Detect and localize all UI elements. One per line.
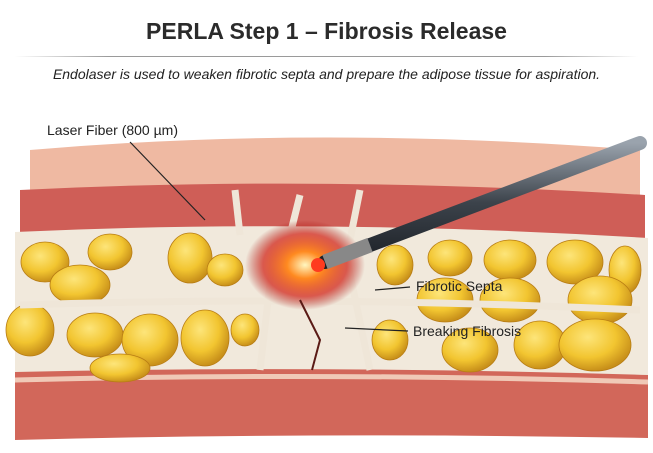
- fiber-tip: [322, 237, 373, 270]
- fat-globule: [441, 327, 499, 373]
- fat-globule: [376, 244, 414, 286]
- tissue-crack: [299, 299, 322, 371]
- page-title: PERLA Step 1 – Fibrosis Release: [146, 18, 507, 44]
- fat-globule: [479, 277, 541, 323]
- title-divider: [15, 56, 638, 57]
- fat-globule: [89, 353, 151, 383]
- fat-globules: [5, 232, 642, 383]
- label-fibrotic-septa: Fibrotic Septa: [416, 278, 503, 294]
- label-breaking-fibrosis: Breaking Fibrosis: [413, 323, 521, 339]
- fat-globule: [567, 275, 633, 325]
- fat-globule: [167, 232, 213, 284]
- muscle-layer: [15, 369, 648, 440]
- label-laser-fiber: Laser Fiber (800 µm): [47, 122, 178, 138]
- fat-globule: [87, 233, 133, 271]
- breaking-fibrosis-pointer: [344, 327, 409, 332]
- epidermis-layer: [30, 137, 640, 200]
- subtitle: Endolaser is used to weaken fibrotic sep…: [52, 66, 601, 82]
- laser-fiber-pointer: [129, 141, 206, 221]
- fat-globule: [546, 239, 604, 285]
- fat-globule: [483, 239, 537, 281]
- fat-globule: [558, 318, 632, 372]
- fat-globule: [66, 312, 124, 358]
- fat-globule: [371, 319, 409, 361]
- fat-globule: [427, 239, 473, 277]
- fat-globule: [5, 303, 55, 357]
- fat-globule: [206, 253, 244, 287]
- fibrotic-septa-pointer: [374, 286, 411, 291]
- fat-globule: [513, 320, 567, 370]
- laser-burst: [245, 220, 365, 310]
- fat-globule: [49, 264, 111, 306]
- fat-globule: [230, 313, 260, 347]
- fat-globule: [180, 309, 230, 367]
- laser-fiber: [318, 136, 647, 269]
- laser-tip-glow: [311, 258, 325, 272]
